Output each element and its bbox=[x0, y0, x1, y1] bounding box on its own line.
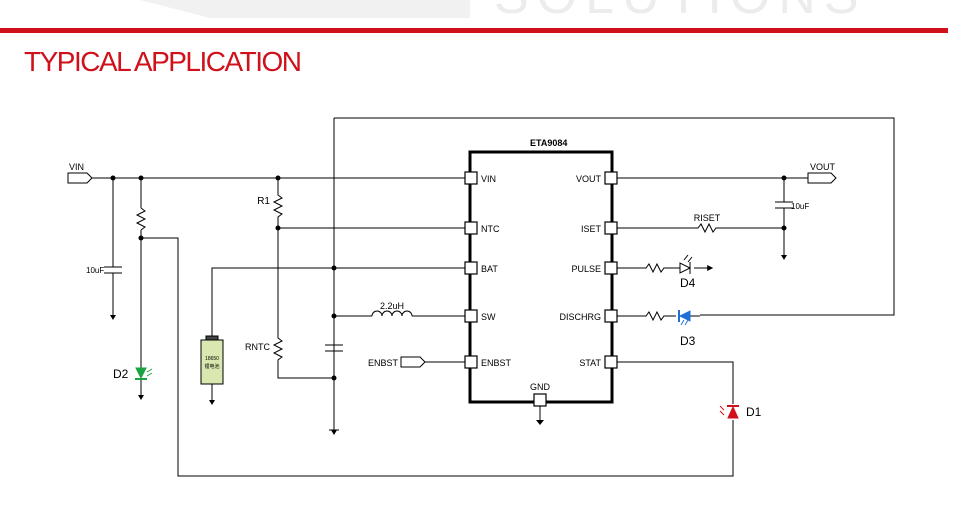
cout-capacitor bbox=[775, 178, 793, 255]
cin-capacitor bbox=[104, 178, 122, 315]
ntc-resistor-chain bbox=[272, 178, 334, 379]
pin-label-ntc: NTC bbox=[481, 224, 500, 234]
ic-pin-boxes bbox=[464, 171, 618, 407]
inductor-label: 2.2uH bbox=[380, 301, 404, 311]
bus-capacitor bbox=[325, 344, 343, 352]
d2-label: D2 bbox=[113, 367, 129, 381]
dischrg-resistor bbox=[617, 310, 676, 322]
header-decoration bbox=[140, 0, 470, 18]
enbst-port-label: ENBST bbox=[368, 358, 399, 368]
pin-label-sw: SW bbox=[481, 312, 496, 322]
led-d2 bbox=[135, 367, 153, 380]
junction-dots bbox=[110, 175, 787, 381]
enbst-port bbox=[400, 356, 426, 368]
battery-terminal bbox=[205, 335, 219, 341]
header-rule bbox=[0, 28, 948, 33]
d3-label: D3 bbox=[680, 334, 696, 348]
header-banner: SOLUTIONS bbox=[0, 0, 960, 28]
pin-label-vin: VIN bbox=[481, 174, 496, 184]
pin-label-enbst: ENBST bbox=[481, 358, 512, 368]
pulse-resistor bbox=[617, 262, 680, 274]
cin-label: 10uF bbox=[86, 266, 104, 275]
pin-label-bat: BAT bbox=[481, 264, 498, 274]
vout-port bbox=[807, 172, 837, 184]
pin-label-dischrg: DISCHRG bbox=[559, 312, 601, 322]
chip-name: ETA9084 bbox=[530, 138, 567, 148]
rntc-label: RNTC bbox=[245, 342, 270, 352]
led-d1 bbox=[719, 405, 739, 419]
bat-wire bbox=[211, 267, 465, 336]
d4-label: D4 bbox=[680, 276, 696, 290]
inductor-coil bbox=[371, 310, 413, 317]
cout-label: 10uF bbox=[791, 202, 809, 211]
riset-label: RISET bbox=[694, 213, 721, 223]
pin-label-pulse: PULSE bbox=[571, 264, 601, 274]
battery-body bbox=[200, 339, 224, 385]
section-title: TYPICAL APPLICATION bbox=[24, 46, 302, 77]
riset-resistor bbox=[617, 222, 784, 234]
r1-label: R1 bbox=[257, 196, 270, 207]
vin-port-label: VIN bbox=[69, 162, 84, 172]
ic-chip-body bbox=[468, 150, 614, 404]
battery-label-2: 锂电池 bbox=[204, 363, 219, 370]
d1-label: D1 bbox=[746, 405, 762, 419]
ground-symbols bbox=[110, 255, 787, 435]
pin-label-gnd: GND bbox=[530, 382, 551, 392]
pin-label-stat: STAT bbox=[579, 358, 601, 368]
d2-branch-wire bbox=[135, 178, 734, 477]
feedback-loop-wire bbox=[334, 117, 895, 316]
led-d3 bbox=[678, 310, 691, 326]
led-d4 bbox=[679, 254, 693, 274]
battery-label-1: 18650 bbox=[205, 356, 219, 362]
pin-label-iset: ISET bbox=[581, 224, 602, 234]
header-watermark: SOLUTIONS bbox=[494, 0, 867, 26]
vout-port-label: VOUT bbox=[810, 162, 836, 172]
vin-port bbox=[67, 172, 93, 184]
pin-label-vout: VOUT bbox=[576, 174, 602, 184]
stat-wire bbox=[617, 361, 734, 404]
